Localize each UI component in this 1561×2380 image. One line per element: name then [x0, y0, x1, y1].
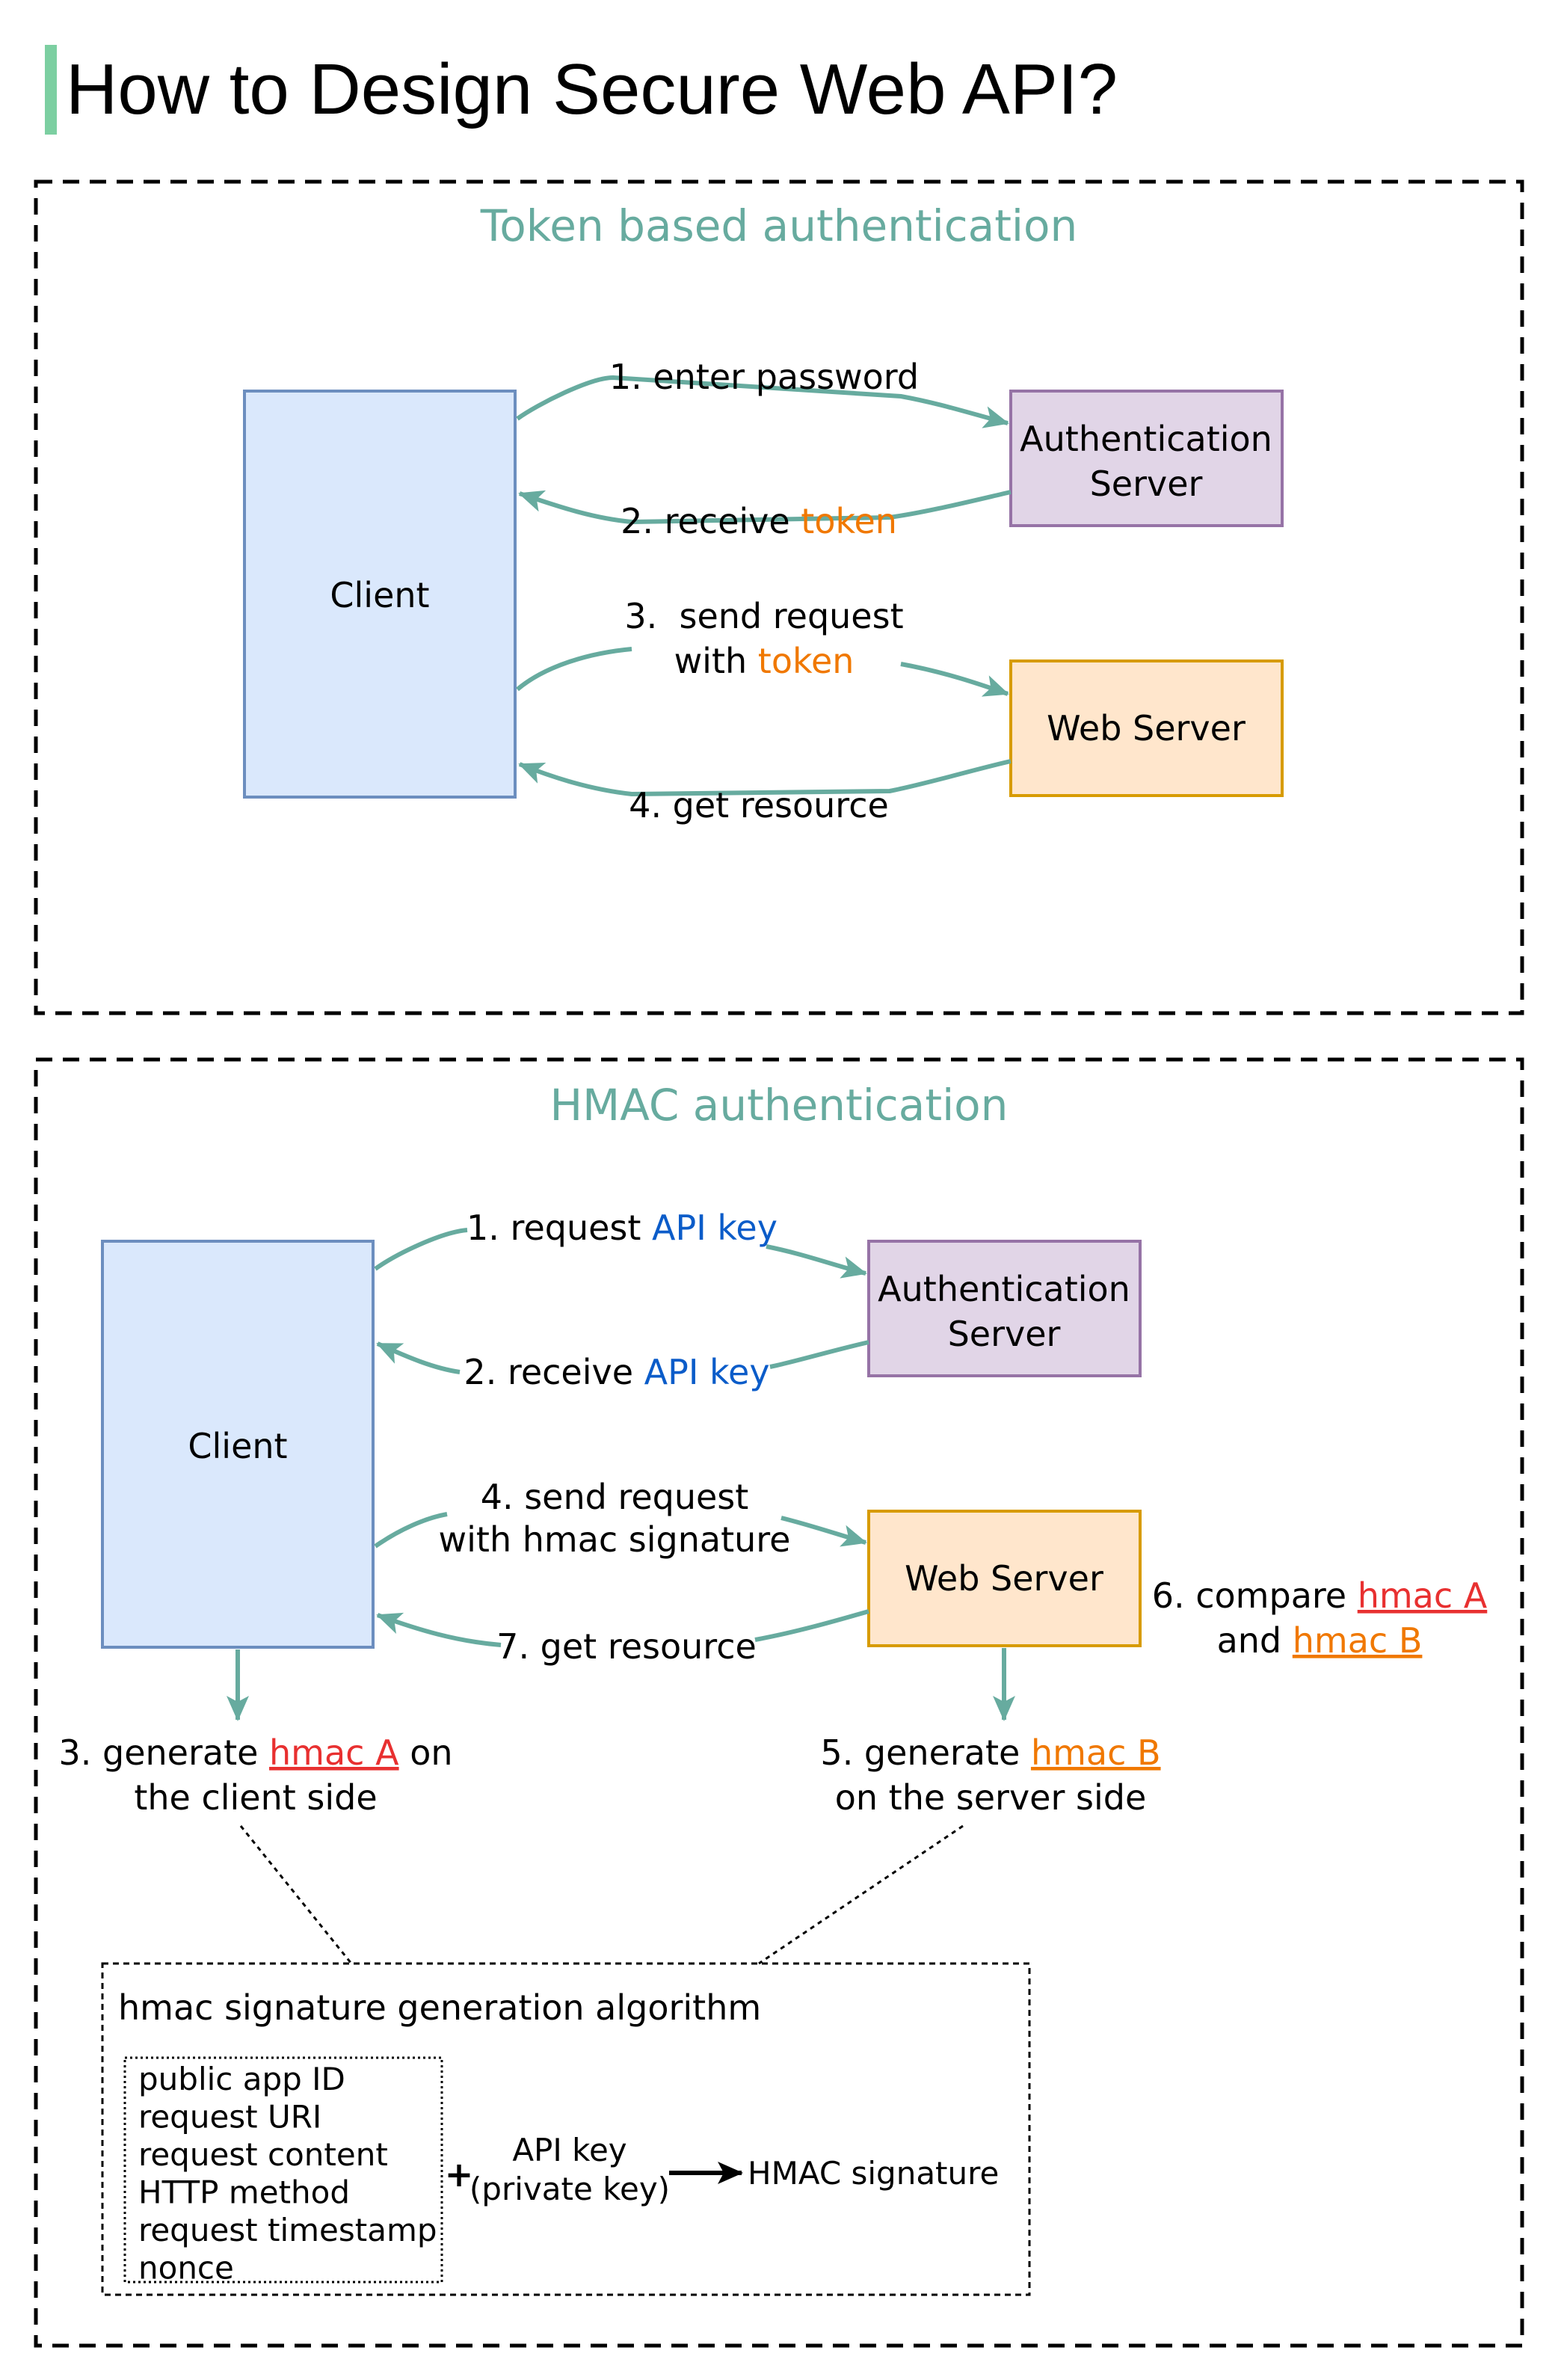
token-step3-label-line2: with token: [674, 641, 855, 681]
hmac-step3-prefix: 3. generate: [59, 1732, 270, 1773]
token-section-frame: [34, 179, 1524, 1015]
token-auth-server-box: [1009, 390, 1284, 527]
token-arrow-get-resource: [518, 759, 1012, 797]
hmac-step6-prefix: 6. compare: [1152, 1575, 1358, 1616]
hmac-arrow-request-key: [374, 1228, 866, 1273]
token-step2-label: 2. receive token: [621, 501, 897, 541]
hmac-step6-hmac-a: hmac A: [1358, 1575, 1488, 1616]
hmac-client-label: Client: [188, 1426, 287, 1466]
token-step2-token: token: [801, 501, 897, 541]
token-arrow-enter-password: [516, 375, 1009, 428]
token-step3-prefix: with: [674, 641, 758, 681]
token-section-title: Token based authentication: [480, 200, 1078, 251]
hmac-step2-key: API key: [644, 1352, 770, 1392]
algorithm-input-item: HTTP method: [138, 2174, 350, 2211]
token-client-label: Client: [330, 575, 429, 615]
token-step4-label: 4. get resource: [629, 785, 889, 825]
hmac-step5-hmac: hmac B: [1031, 1732, 1161, 1773]
algorithm-plus-sign: +: [445, 2154, 474, 2195]
token-web-server-box: [1009, 659, 1284, 797]
connector-server-to-algorithm: [758, 1824, 964, 1965]
hmac-client-box: [101, 1240, 375, 1649]
hmac-step1-key: API key: [652, 1208, 778, 1248]
algorithm-inputs-box: [123, 2056, 443, 2284]
algorithm-input-item: request content: [138, 2136, 388, 2173]
hmac-arrow-get-resource: [378, 1611, 869, 1647]
hmac-step2-label: 2. receive API key: [464, 1352, 769, 1392]
hmac-auth-server-label-line1: Authentication: [878, 1269, 1130, 1309]
algorithm-input-item: public app ID: [138, 2061, 345, 2097]
hmac-web-server-box: [867, 1510, 1142, 1647]
hmac-step5-label-line2: on the server side: [835, 1777, 1147, 1818]
hmac-step6-label-line1: 6. compare hmac A: [1152, 1575, 1488, 1616]
hmac-step6-hmac-b: hmac B: [1293, 1620, 1423, 1661]
token-step3-label-line1: 3. send request: [624, 596, 903, 636]
algorithm-box: [101, 1962, 1031, 2296]
token-auth-server-label-line1: Authentication: [1020, 419, 1272, 459]
hmac-auth-server-box: [867, 1240, 1142, 1377]
connector-client-to-algorithm: [239, 1825, 353, 1964]
algorithm-key-line1: API key: [512, 2132, 626, 2168]
hmac-auth-server-label-line2: Server: [948, 1314, 1061, 1354]
token-client-box: [243, 390, 517, 799]
hmac-step3-suffix: on: [399, 1732, 453, 1773]
page-title: How to Design Secure Web API?: [66, 49, 1118, 129]
title-accent-bar: [45, 45, 57, 135]
algorithm-input-item: request URI: [138, 2099, 321, 2135]
token-step2-prefix: 2. receive: [621, 501, 801, 541]
hmac-step4-label-line2: with hmac signature: [439, 1519, 791, 1560]
hmac-step4-label-line1: 4. send request: [481, 1477, 749, 1517]
token-step3-token: token: [758, 641, 855, 681]
hmac-step3-label-line1: 3. generate hmac A on: [59, 1732, 453, 1773]
token-web-server-label: Web Server: [1047, 708, 1246, 748]
hmac-step5-prefix: 5. generate: [820, 1732, 1031, 1773]
hmac-step5-label-line1: 5. generate hmac B: [820, 1732, 1160, 1773]
hmac-arrow-receive-key: [378, 1342, 869, 1374]
hmac-step1-label: 1. request API key: [467, 1208, 778, 1248]
hmac-step7-label: 7. get resource: [496, 1626, 757, 1667]
hmac-step6-and: and: [1217, 1620, 1293, 1661]
hmac-step6-label-line2: and hmac B: [1217, 1620, 1423, 1661]
hmac-step2-prefix: 2. receive: [464, 1352, 644, 1392]
token-arrow-send-request: [516, 647, 1008, 694]
hmac-arrow-send-request: [374, 1512, 866, 1546]
algorithm-title: hmac signature generation algorithm: [118, 1987, 761, 2028]
hmac-step1-prefix: 1. request: [467, 1208, 652, 1248]
algorithm-output: HMAC signature: [748, 2155, 999, 2192]
hmac-section-title: HMAC authentication: [550, 1080, 1009, 1131]
algorithm-input-item: nonce: [138, 2250, 234, 2287]
token-auth-server-label-line2: Server: [1090, 464, 1203, 504]
token-arrow-receive-token: [518, 490, 1012, 525]
algorithm-input-item: request timestamp: [138, 2212, 437, 2248]
token-step1-label: 1. enter password: [609, 357, 919, 397]
hmac-web-server-label: Web Server: [905, 1558, 1103, 1599]
hmac-section-frame: [34, 1057, 1524, 2348]
algorithm-key-line2: (private key): [469, 2171, 670, 2207]
hmac-step3-hmac: hmac A: [269, 1732, 399, 1773]
hmac-step3-label-line2: the client side: [134, 1777, 377, 1818]
